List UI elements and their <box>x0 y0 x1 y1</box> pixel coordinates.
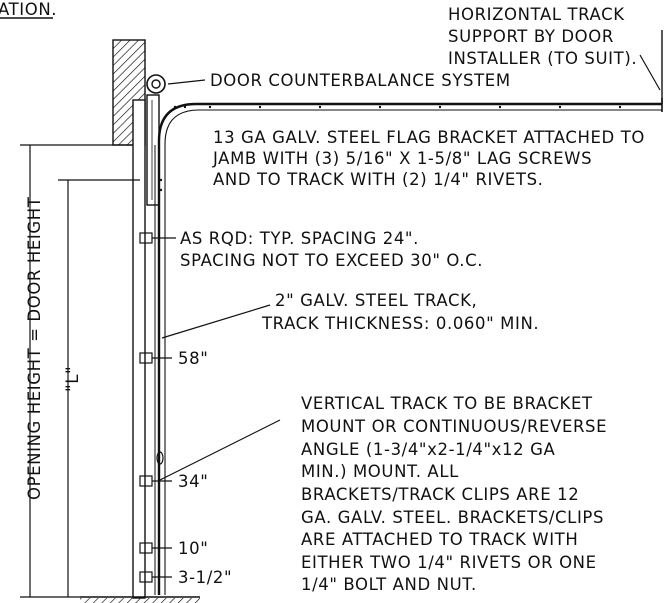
bracket-height-10: 10" <box>178 539 208 558</box>
floor-hatch <box>80 598 200 603</box>
counterbalance-note: DOOR COUNTERBALANCE SYSTEM <box>210 71 511 90</box>
counterbalance-drum <box>146 74 166 94</box>
vertical-note-line-6: GA. GALV. STEEL. BRACKETS/CLIPS <box>301 508 604 527</box>
bracket-height-58: 58" <box>178 349 208 368</box>
header-fragment: ATION. <box>0 0 57 19</box>
support-note-line-3: INSTALLER (TO SUIT). <box>448 49 637 68</box>
support-note-line-1: HORIZONTAL TRACK <box>448 5 625 24</box>
track-leader <box>161 304 271 339</box>
flag-bracket <box>146 94 160 206</box>
spacing-note-line-1: AS RQD: TYP. SPACING 24". <box>180 229 419 248</box>
vertical-note-line-4: MIN.) MOUNT. ALL <box>301 462 459 481</box>
flag-bracket-note-line-1: 13 GA GALV. STEEL FLAG BRACKET ATTACHED … <box>213 128 645 147</box>
vertical-note-line-7: ARE ATTACHED TO TRACK WITH <box>301 530 578 549</box>
vertical-note-line-5: BRACKETS/TRACK CLIPS ARE 12 <box>301 485 579 504</box>
door-jamb <box>132 99 146 599</box>
flag-bracket-note-line-2: JAMB WITH (3) 5/16" X 1-5/8" LAG SCREWS <box>212 149 592 168</box>
track-note-line-1: 2" GALV. STEEL TRACK, <box>275 291 477 310</box>
l-dimension <box>58 179 140 597</box>
support-leader <box>639 54 661 91</box>
vertical-track-leader <box>159 419 281 481</box>
flag-bracket-note-line-3: AND TO TRACK WITH (2) 1/4" RIVETS. <box>213 170 544 189</box>
bracket-height-3-1-2: 3-1/2" <box>178 568 232 587</box>
vertical-note-line-9: 1/4" BOLT AND NUT. <box>301 575 477 594</box>
opening-height-dimension <box>20 144 133 598</box>
support-note-line-2: SUPPORT BY DOOR <box>448 27 614 46</box>
vertical-note-line-2: MOUNT OR CONTINUOUS/REVERSE <box>301 417 607 436</box>
vertical-note-line-8: EITHER TWO 1/4" RIVETS OR ONE <box>301 553 597 572</box>
l-label: "L" <box>63 366 82 392</box>
bracket-height-34: 34" <box>178 472 208 491</box>
track-note-line-2: TRACK THICKNESS: 0.060" MIN. <box>261 314 539 333</box>
track-outer-line <box>157 102 662 595</box>
vertical-note-line-3: ANGLE (1-3/4"x2-1/4"x12 GA <box>301 440 555 459</box>
counterbalance-leader <box>167 79 206 85</box>
track-rivets <box>159 105 622 192</box>
spacing-note-line-2: SPACING NOT TO EXCEED 30" O.C. <box>180 251 483 270</box>
track-inner-line <box>164 109 662 595</box>
vertical-note-line-1: VERTICAL TRACK TO BE BRACKET <box>301 394 593 413</box>
opening-height-label: OPENING HEIGHT = DOOR HEIGHT <box>25 196 44 500</box>
